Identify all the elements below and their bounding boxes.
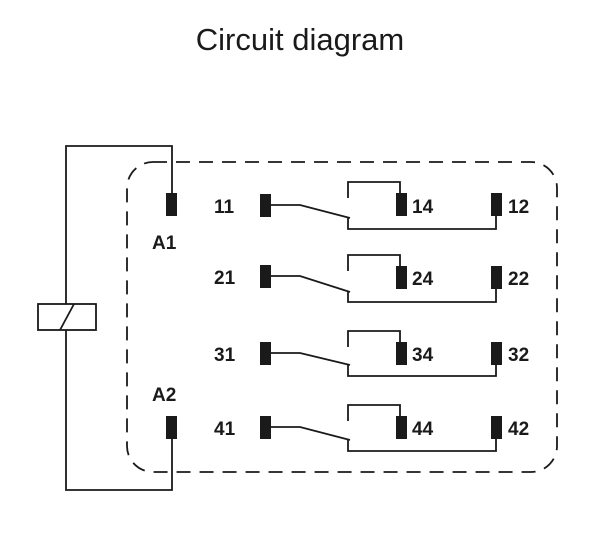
contact-no-label: 34: [412, 345, 434, 366]
terminal-label-a2: A2: [152, 385, 176, 406]
contact-nc-wire: [347, 289, 497, 303]
contact-nc-label: 12: [508, 197, 529, 218]
contact-nc-terminal: [491, 193, 502, 216]
contact-common-label: 41: [214, 419, 236, 440]
contact-nc-label: 42: [508, 419, 529, 440]
contact-no-wire: [347, 254, 401, 271]
contact-no-label: 44: [412, 419, 434, 440]
coil-diagonal: [59, 303, 75, 331]
contact-common-terminal: [260, 342, 271, 365]
contact-common-label: 11: [214, 197, 235, 218]
relay-housing-dashed-outline: [126, 161, 558, 473]
terminal-a2: [166, 416, 177, 439]
contact-row-4: 41 44 42: [214, 404, 529, 452]
contact-common-terminal: [260, 194, 271, 217]
contact-nc-terminal: [491, 416, 502, 439]
contact-common-label: 21: [214, 268, 236, 289]
contact-nc-terminal: [491, 342, 502, 365]
contact-no-wire: [347, 404, 401, 421]
contact-nc-wire: [347, 439, 497, 452]
contact-common-terminal: [260, 265, 271, 288]
contact-no-terminal: [396, 342, 407, 365]
contact-nc-wire: [347, 216, 497, 230]
contact-row-3: 31 34 32: [214, 330, 529, 377]
contact-common-terminal: [260, 416, 271, 439]
contact-row-2: 21 24 22: [214, 254, 529, 303]
contact-nc-terminal: [491, 266, 502, 289]
terminal-a1: [166, 193, 177, 216]
contact-switch-lever: [271, 204, 351, 219]
contact-no-wire: [347, 181, 401, 198]
terminal-label-a1: A1: [152, 233, 177, 254]
contact-row-1: 11 14 12: [214, 181, 529, 230]
contact-no-terminal: [396, 266, 407, 289]
contact-switch-lever: [271, 352, 351, 366]
coil-wiring: [37, 145, 173, 491]
contact-switch-lever: [271, 426, 351, 441]
contact-nc-label: 32: [508, 345, 529, 366]
contact-no-label: 14: [412, 197, 434, 218]
contact-nc-wire: [347, 365, 497, 377]
diagram-title: Circuit diagram: [195, 22, 405, 57]
contact-common-label: 31: [214, 345, 236, 366]
contact-no-terminal: [396, 416, 407, 439]
contact-switch-lever: [271, 275, 351, 293]
contact-no-wire: [347, 330, 401, 347]
contact-no-label: 24: [412, 269, 434, 290]
contact-no-terminal: [396, 193, 407, 216]
contact-nc-label: 22: [508, 269, 529, 290]
